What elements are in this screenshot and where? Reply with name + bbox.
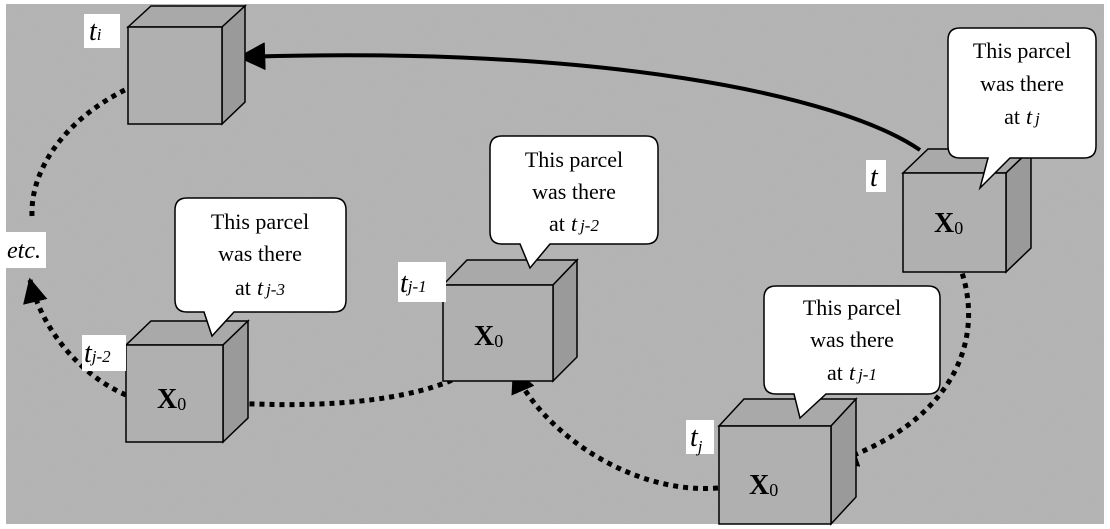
dotted-arrow-t-to-tj <box>832 253 971 467</box>
time-label-tj2: tj-2 <box>82 335 126 371</box>
dotted-arrow-etc-to-ti <box>29 68 168 217</box>
svg-text:t: t <box>870 162 879 193</box>
svg-text:was there: was there <box>810 327 894 352</box>
cube-tj <box>717 397 858 526</box>
svg-text:This parcel: This parcel <box>525 147 623 172</box>
dotted-arrow-tj-to-tj1 <box>511 367 719 492</box>
svg-text:etc.: etc. <box>7 238 41 264</box>
time-label-ti: ti <box>84 14 120 48</box>
x0-label-cube-tj: X0 <box>749 470 778 501</box>
x0-label-cube-tj2: X0 <box>157 384 186 415</box>
svg-text:This parcel: This parcel <box>211 209 309 234</box>
time-label-tj1: tj-1 <box>398 262 446 302</box>
etc-label: etc. <box>6 232 46 268</box>
time-label-t: t <box>866 160 886 193</box>
cube-t <box>901 147 1033 274</box>
solid-arrow-t-to-ti <box>237 42 922 152</box>
svg-text:ti: ti <box>89 16 102 47</box>
svg-text:was there: was there <box>532 179 616 204</box>
svg-text:tj: tj <box>690 422 703 456</box>
svg-text:tj-1: tj-1 <box>400 268 427 299</box>
cube-ti <box>126 4 247 126</box>
svg-text:was there: was there <box>980 71 1064 96</box>
x0-label-cube-t: X0 <box>934 208 963 239</box>
svg-text:tj-2: tj-2 <box>84 338 111 369</box>
svg-text:This parcel: This parcel <box>803 295 901 320</box>
cube-tj1 <box>441 258 579 383</box>
x0-label-cube-tj1: X0 <box>474 321 503 352</box>
time-label-tj: tj <box>686 420 714 456</box>
svg-text:was there: was there <box>218 241 302 266</box>
svg-text:This parcel: This parcel <box>973 38 1071 63</box>
cube-tj2 <box>124 319 250 444</box>
